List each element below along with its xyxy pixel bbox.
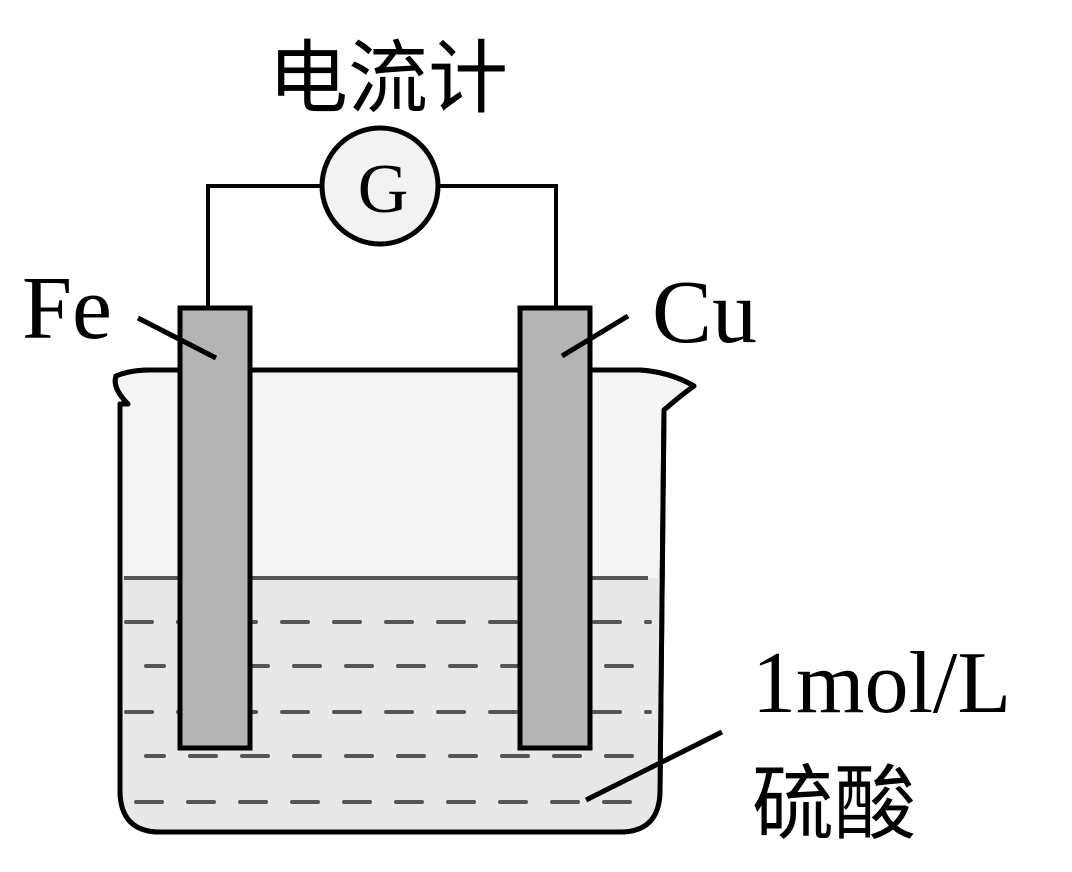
- iron-electrode: [177, 305, 253, 751]
- beaker-outline: [112, 367, 697, 835]
- solution-name-label: 硫酸: [752, 757, 916, 852]
- fe-leader-line: [136, 315, 218, 361]
- galvanometer-symbol: G: [358, 151, 409, 228]
- galvanometer: [319, 125, 441, 247]
- meter-title: 电流计: [268, 32, 508, 125]
- fe-label: Fe: [22, 259, 112, 358]
- copper-electrode: [517, 305, 593, 751]
- wire: [206, 184, 558, 310]
- concentration-label: 1mol/L: [752, 635, 1011, 732]
- cu-label: Cu: [652, 263, 757, 362]
- cu-leader-line: [560, 313, 630, 359]
- solution-leader-line: [584, 729, 724, 803]
